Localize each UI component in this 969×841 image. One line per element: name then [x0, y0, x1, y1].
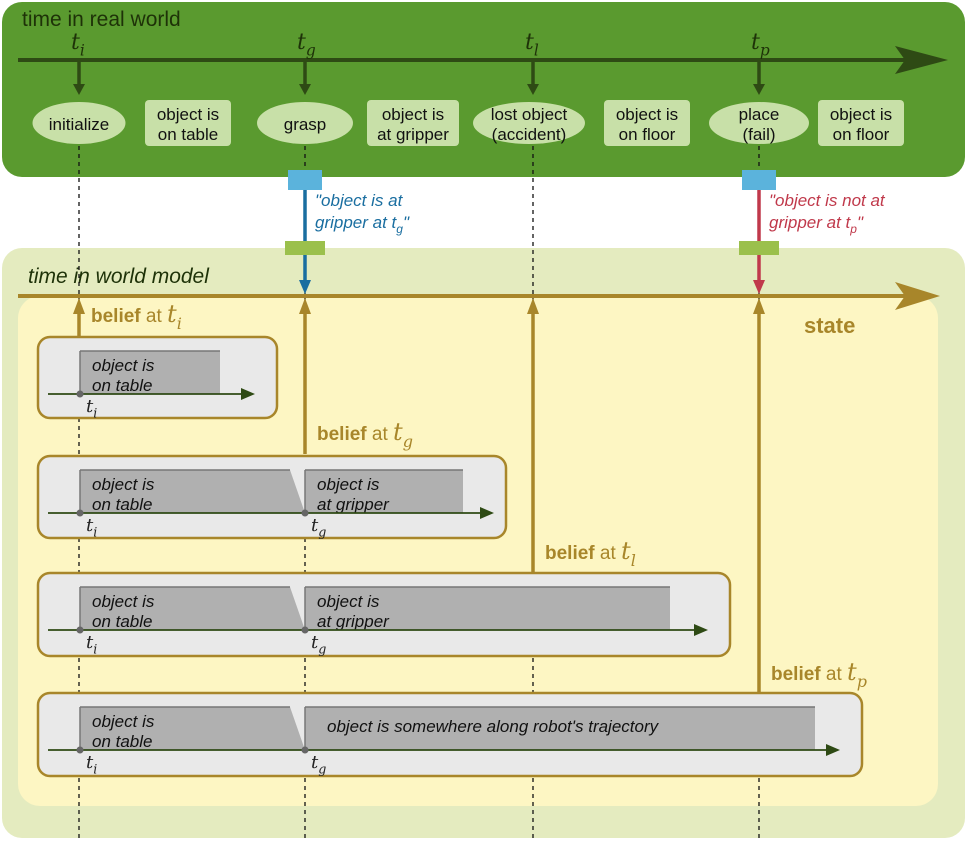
event-0: initialize [32, 102, 126, 144]
event-label: initialize [49, 115, 109, 134]
event-1: grasp [257, 102, 353, 144]
panel-axis-arrowhead [826, 744, 840, 756]
world-model-timeline-arrowhead [895, 282, 940, 310]
panel-axis-arrowhead [480, 507, 494, 519]
panel-tick-dot [76, 626, 84, 634]
belief-state-text: at gripper [317, 495, 390, 514]
belief-2: belief at tl [527, 298, 636, 575]
observation-text: "object is at [315, 191, 404, 210]
event-tick-arrowhead [73, 84, 85, 95]
event-3: place(fail) [709, 102, 809, 144]
real-world-title: time in real world [22, 8, 181, 31]
panel-tick-dot [301, 746, 309, 754]
real-world-time-label: tl [525, 30, 539, 60]
real-world-time-label: ti [71, 30, 85, 60]
belief-label: belief at ti [91, 300, 182, 333]
world-model-title: time in world model [28, 265, 210, 288]
belief-state-text: object is [92, 475, 155, 494]
panel-tick-dot [76, 390, 84, 398]
belief-state-bar [80, 587, 305, 630]
state-label: state [804, 313, 855, 338]
belief-state-text: object is [92, 592, 155, 611]
panel-axis-arrowhead [241, 388, 255, 400]
state-label: object is [157, 105, 219, 124]
panel-tick-dot [76, 746, 84, 754]
belief-state-text: object is [92, 712, 155, 731]
panel-axis-arrowhead [694, 624, 708, 636]
panel-tick-dot [301, 626, 309, 634]
belief-state-text: object is [317, 475, 380, 494]
belief-label: belief at tg [317, 418, 413, 451]
belief-state-bar [305, 470, 463, 513]
belief-state-text: on table [92, 612, 153, 631]
belief-state-bar [305, 707, 815, 750]
belief-state-text: on table [92, 495, 153, 514]
real-world-time-label: tg [297, 30, 316, 60]
event-tick-arrowhead [299, 84, 311, 95]
belief-state-bar [80, 351, 220, 394]
state-label: at gripper [377, 125, 449, 144]
belief-state-text: object is [92, 356, 155, 375]
belief-0: belief at ti [73, 298, 182, 340]
observation-text: "object is not at [769, 191, 886, 210]
event-tick-arrowhead [527, 84, 539, 95]
event-2: lost object(accident) [473, 102, 585, 144]
state-label: on floor [833, 125, 890, 144]
belief-state-bar [80, 470, 305, 513]
state-label: on floor [619, 125, 676, 144]
belief-state-bar [80, 707, 305, 750]
panel-tick-dot [76, 509, 84, 517]
panel-tick-label: ti [86, 632, 97, 656]
belief-3: belief at tp [753, 298, 867, 695]
panel-tick-label: ti [86, 752, 97, 776]
real-world-time-label: tp [751, 30, 770, 60]
panel-tick-label: ti [86, 515, 97, 539]
panel-tick-label: tg [311, 752, 326, 776]
belief-state-bar [305, 587, 670, 630]
event-label: (accident) [492, 125, 567, 144]
event-tick-arrowhead [753, 84, 765, 95]
event-label: lost object [491, 105, 568, 124]
observation-1: "object is not at gripper at tp" [739, 170, 886, 294]
belief-label: belief at tl [545, 537, 636, 570]
observation-text: gripper at tp" [769, 213, 864, 236]
panel-tick-label: tg [311, 515, 326, 539]
real-world-timeline-arrowhead [895, 46, 948, 74]
state-label: object is [382, 105, 444, 124]
panel-tick-label: ti [86, 396, 97, 420]
belief-state-text: object is [317, 592, 380, 611]
belief-label: belief at tp [771, 658, 867, 691]
belief-state-text: object is somewhere along robot's trajec… [327, 717, 660, 736]
panel-tick-dot [301, 509, 309, 517]
event-label: grasp [284, 115, 327, 134]
observation-0: "object is at gripper at tg" [285, 170, 410, 294]
state-label: on table [158, 125, 219, 144]
belief-state-text: at gripper [317, 612, 390, 631]
belief-state-text: on table [92, 376, 153, 395]
belief-state-text: on table [92, 732, 153, 751]
event-label: (fail) [742, 125, 775, 144]
world-model-panel-inner [18, 296, 938, 806]
observation-text: gripper at tg" [315, 213, 410, 236]
panel-tick-label: tg [311, 632, 326, 656]
belief-1: belief at tg [299, 298, 413, 454]
state-label: object is [830, 105, 892, 124]
state-label: object is [616, 105, 678, 124]
event-label: place [739, 105, 780, 124]
